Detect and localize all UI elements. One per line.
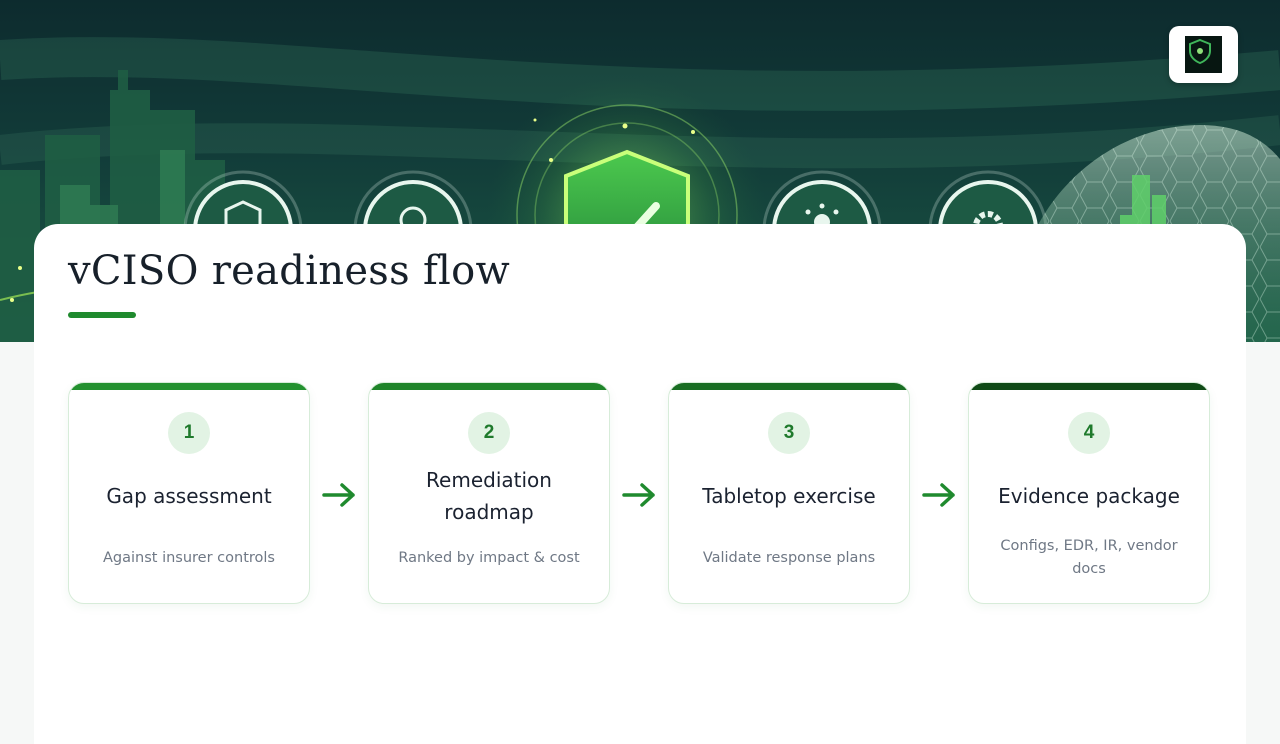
- step-title: Tabletop exercise: [702, 484, 876, 508]
- step-top-bar: [69, 383, 309, 390]
- step-card-3: 3 Tabletop exercise Validate response pl…: [668, 382, 910, 604]
- step-card-2: 2 Remediation roadmap Ranked by impact &…: [368, 382, 610, 604]
- step-title: Evidence package: [998, 484, 1180, 508]
- step-top-bar: [369, 383, 609, 390]
- step-title: Gap assessment: [106, 484, 272, 508]
- step-description: Validate response plans: [702, 549, 876, 566]
- arrow-right-icon: [322, 483, 355, 507]
- logo-badge[interactable]: [1169, 26, 1238, 83]
- step-description: Configs, EDR, IR, vendor docs: [1000, 538, 1178, 577]
- step-description: Ranked by impact & cost: [398, 549, 580, 566]
- content-card: vCISO readiness flow 1 Gap assessment Ag…: [34, 224, 1246, 744]
- step-description: Against insurer controls: [103, 549, 275, 566]
- step-top-bar: [969, 383, 1209, 390]
- step-number-badge: 3: [768, 412, 810, 454]
- shield-logo-icon: [1185, 36, 1222, 73]
- step-number-badge: 1: [168, 412, 210, 454]
- arrow-right-icon: [622, 483, 655, 507]
- arrow-right-icon: [922, 483, 955, 507]
- step-card-1: 1 Gap assessment Against insurer control…: [68, 382, 310, 604]
- page-title: vCISO readiness flow: [68, 248, 511, 294]
- step-number-badge: 2: [468, 412, 510, 454]
- step-number-badge: 4: [1068, 412, 1110, 454]
- step-card-4: 4 Evidence package Configs, EDR, IR, ven…: [968, 382, 1210, 604]
- step-top-bar: [669, 383, 909, 390]
- step-title: Remediation roadmap: [426, 468, 552, 524]
- title-underline: [68, 312, 136, 318]
